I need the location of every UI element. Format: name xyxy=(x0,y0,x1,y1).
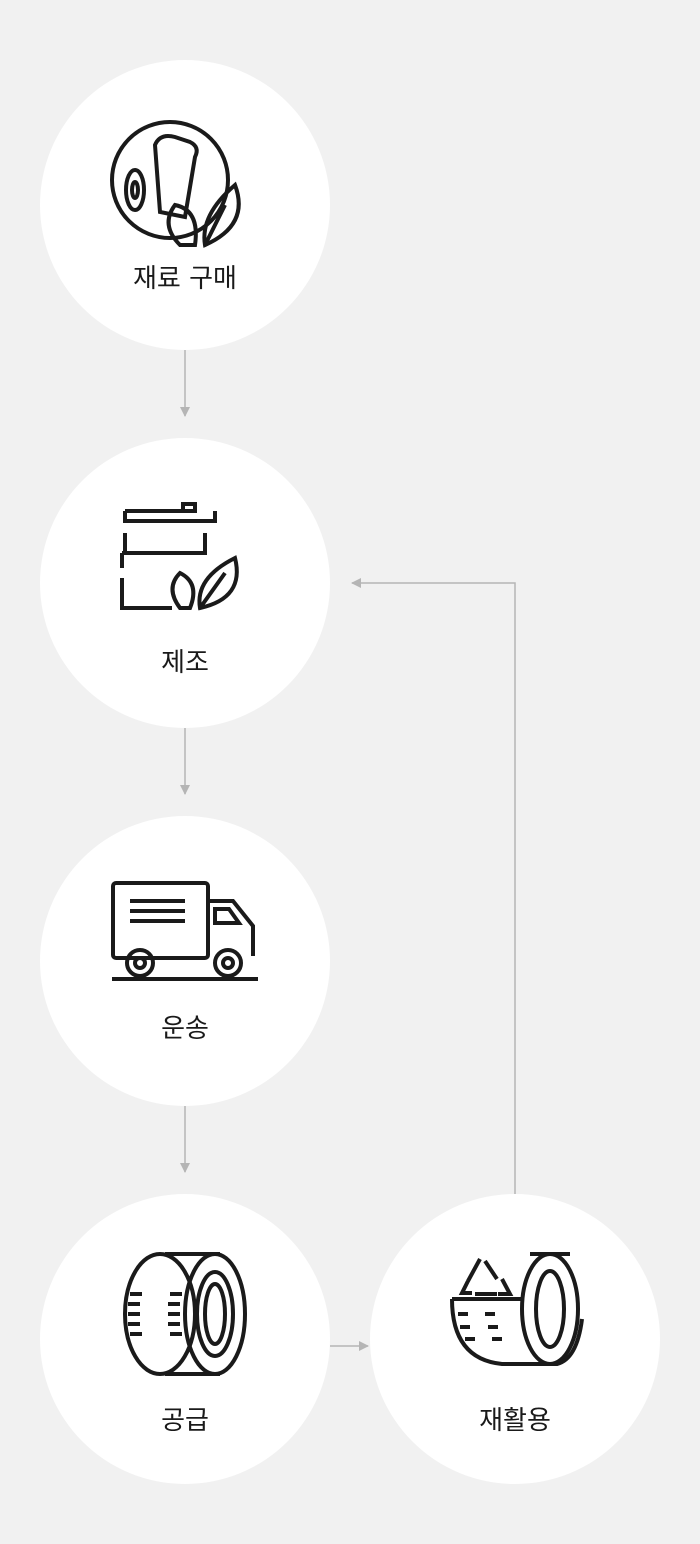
step-label: 공급 xyxy=(161,1406,209,1436)
barrel-leaf-icon xyxy=(120,502,239,611)
arrow-recycle-to-manufacture xyxy=(351,578,516,1194)
step-label: 재활용 xyxy=(479,1406,551,1436)
step-supply: 공급 xyxy=(40,1194,330,1484)
step-label: 제조 xyxy=(161,648,209,678)
step-label: 운송 xyxy=(161,1014,209,1044)
step-manufacture: 제조 xyxy=(40,438,330,728)
step-recycle[interactable]: 재활용 xyxy=(370,1194,660,1484)
truck-icon xyxy=(111,881,258,981)
step-label: 재료 구매 xyxy=(133,264,237,294)
tire-icon xyxy=(123,1252,247,1376)
recycle-tire-icon xyxy=(450,1252,584,1366)
material-roll-leaf-icon xyxy=(110,120,241,248)
step-material-purchase: 재료 구매 xyxy=(40,60,330,350)
step-transport: 운송 xyxy=(40,816,330,1106)
